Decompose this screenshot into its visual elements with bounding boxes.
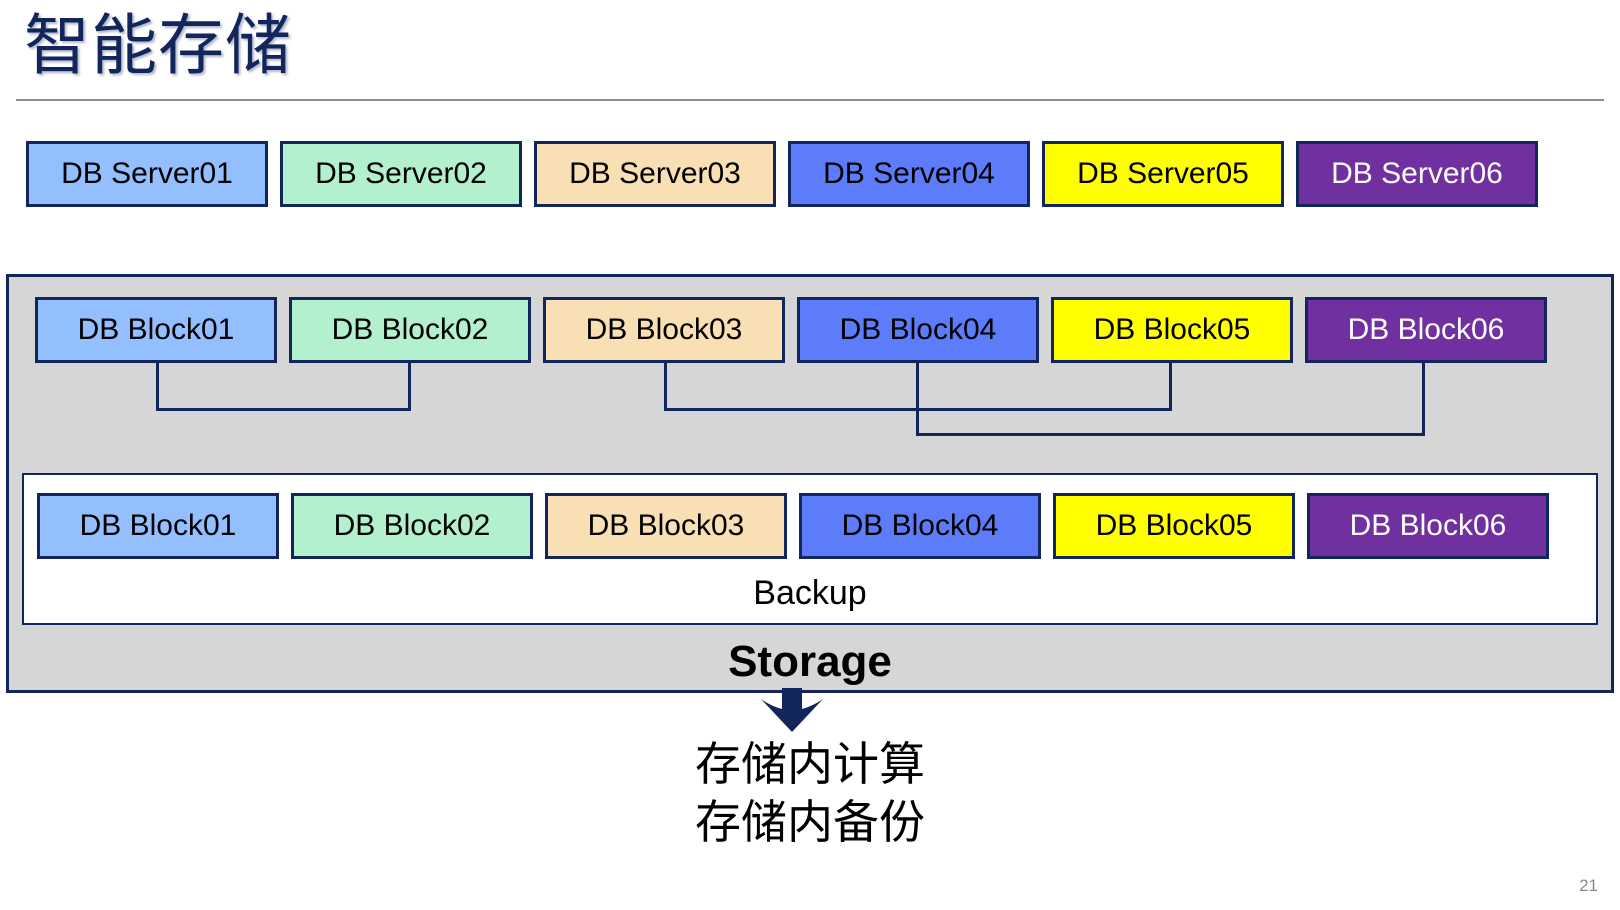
connector-vertical [1422,363,1425,433]
db-server-box-label: DB Server06 [1331,157,1503,190]
db-block-box-1[interactable]: DB Block01 [35,297,277,363]
db-block-box-label: DB Block03 [585,313,743,346]
db-server-box-2[interactable]: DB Server02 [280,141,522,207]
db-backup-block-box-label: DB Block02 [333,509,491,542]
db-backup-block-box-label: DB Block03 [587,509,745,542]
db-block-row-primary: DB Block01 DB Block02 DB Block03 DB Block04… [9,297,1611,363]
db-block-box-3[interactable]: DB Block03 [543,297,785,363]
db-block-box-6[interactable]: DB Block06 [1305,297,1547,363]
caption-line-2: 存储内备份 [695,796,925,848]
db-block-box-label: DB Block05 [1093,313,1251,346]
db-server-box-4[interactable]: DB Server04 [788,141,1030,207]
caption-line-1: 存储内计算 [695,738,925,790]
connector-vertical [1169,363,1172,408]
db-server-box-5[interactable]: DB Server05 [1042,141,1284,207]
db-block-row-backup: DB Block01 DB Block02 DB Block03 DB Block04… [11,493,1613,559]
connector-horizontal [156,408,411,411]
backup-box: DB Block01 DB Block02 DB Block03 DB Block04… [22,473,1598,625]
page-number: 21 [1579,876,1598,895]
db-backup-block-box-5[interactable]: DB Block05 [1053,493,1295,559]
db-server-box-label: DB Server02 [315,157,487,190]
down-arrow-icon [761,688,823,732]
connector-vertical [156,363,159,408]
db-block-box-2[interactable]: DB Block02 [289,297,531,363]
caption-block: 存储内计算 存储内备份 [0,735,1620,851]
db-server-box-label: DB Server03 [569,157,741,190]
connector-vertical [408,363,411,408]
db-server-box-3[interactable]: DB Server03 [534,141,776,207]
page-title: 智能存储 [24,8,292,82]
title-divider [16,99,1604,101]
connector-horizontal [916,433,1425,436]
storage-label: Storage [728,637,892,686]
db-server-box-label: DB Server01 [61,157,233,190]
db-server-box-label: DB Server05 [1077,157,1249,190]
db-backup-block-box-label: DB Block01 [79,509,237,542]
storage-container: DB Block01 DB Block02 DB Block03 DB Block04… [6,274,1614,732]
db-backup-block-box-2[interactable]: DB Block02 [291,493,533,559]
connector-vertical [664,363,667,408]
db-backup-block-box-3[interactable]: DB Block03 [545,493,787,559]
db-block-box-5[interactable]: DB Block05 [1051,297,1293,363]
db-backup-block-box-4[interactable]: DB Block04 [799,493,1041,559]
db-block-box-label: DB Block06 [1347,313,1505,346]
db-server-box-6[interactable]: DB Server06 [1296,141,1538,207]
db-backup-block-box-label: DB Block05 [1095,509,1253,542]
connector-vertical [916,363,919,433]
db-backup-block-box-label: DB Block06 [1349,509,1507,542]
db-block-box-label: DB Block01 [77,313,235,346]
backup-label: Backup [753,574,867,612]
db-server-row: DB Server01 DB Server02 DB Server03 DB Serv… [0,141,1620,207]
db-backup-block-box-label: DB Block04 [841,509,999,542]
db-block-box-label: DB Block04 [839,313,997,346]
db-server-box-1[interactable]: DB Server01 [26,141,268,207]
db-block-box-label: DB Block02 [331,313,489,346]
db-backup-block-box-1[interactable]: DB Block01 [37,493,279,559]
db-block-box-4[interactable]: DB Block04 [797,297,1039,363]
db-backup-block-box-6[interactable]: DB Block06 [1307,493,1549,559]
db-server-box-label: DB Server04 [823,157,995,190]
